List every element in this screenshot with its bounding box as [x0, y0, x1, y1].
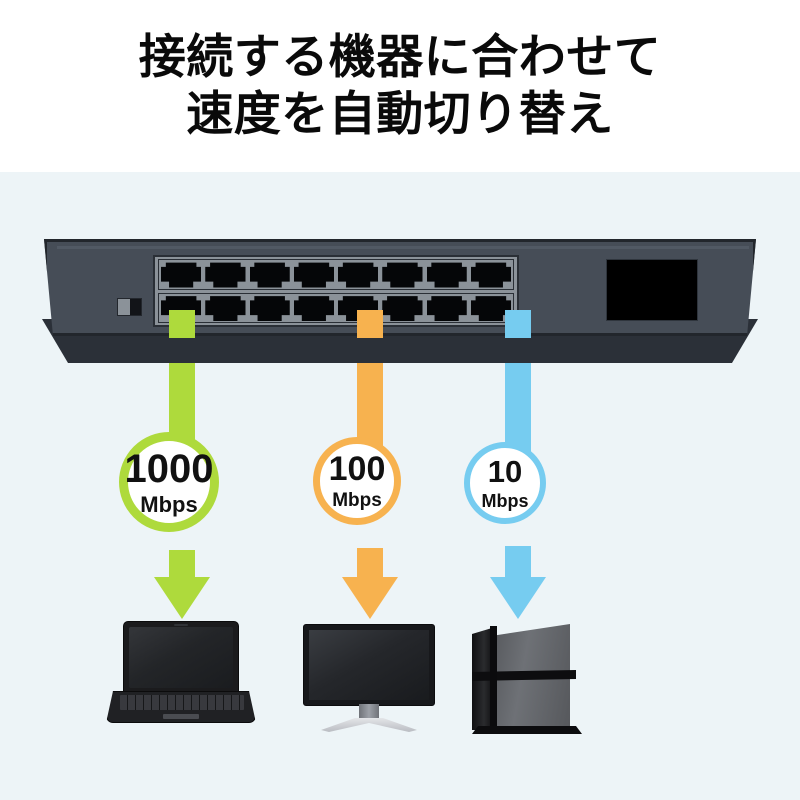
headline: 接続する機器に合わせて 速度を自動切り替え: [0, 0, 800, 172]
switch-chassis: [44, 239, 756, 336]
rj45-port-hole: [293, 262, 334, 288]
monitor-bezel: [303, 624, 435, 706]
rj45-port-8[interactable]: [469, 260, 513, 289]
monitor-stand-base: [321, 718, 417, 732]
rj45-port-hole: [426, 262, 467, 288]
console-foot: [472, 726, 582, 734]
speed-badge-100[interactable]: 100 Mbps: [313, 437, 401, 525]
arrow-head-blue: [490, 577, 546, 619]
laptop-lid: [123, 621, 239, 693]
headline-line-2: 速度を自動切り替え: [186, 87, 614, 142]
rj45-port-hole: [205, 296, 246, 321]
laptop-base: [106, 691, 256, 723]
rj45-port-14[interactable]: [380, 294, 424, 323]
rj45-port-hole: [249, 262, 290, 288]
status-display-panel: [606, 259, 698, 321]
plug-stub-green: [169, 310, 195, 338]
console-vertical-split: [490, 626, 497, 732]
speed-badge-1000[interactable]: 1000 Mbps: [119, 432, 219, 532]
switch-top-highlight: [57, 246, 749, 249]
rj45-port-11[interactable]: [248, 294, 292, 323]
plug-stub-orange: [357, 310, 383, 338]
rj45-port-hole: [205, 262, 246, 288]
monitor-screen: [309, 630, 429, 700]
arrow-head-orange: [342, 577, 398, 619]
laptop-keyboard: [120, 695, 244, 710]
arrow-stem-orange: [357, 548, 383, 582]
arrow-stem-green: [169, 550, 195, 582]
rj45-port-7[interactable]: [425, 260, 469, 289]
speed-unit: Mbps: [140, 491, 198, 517]
speed-value: 100: [328, 450, 386, 488]
speed-unit: Mbps: [332, 490, 382, 511]
console-horizontal-split: [472, 670, 576, 681]
laptop-screen: [129, 627, 233, 688]
rj45-port-hole: [470, 262, 511, 288]
rj45-port-hole: [293, 296, 334, 321]
device-monitor[interactable]: [303, 624, 435, 734]
mode-toggle-button[interactable]: [117, 298, 142, 316]
rj45-port-hole: [161, 262, 202, 288]
network-switch[interactable]: [42, 239, 758, 364]
rj45-port-hole: [426, 296, 467, 321]
rj45-port-3[interactable]: [248, 260, 292, 289]
arrow-head-green: [154, 577, 210, 619]
rj45-port-4[interactable]: [292, 260, 336, 289]
rj45-port-6[interactable]: [380, 260, 424, 289]
rj45-port-row-top: [158, 259, 514, 290]
rj45-port-hole: [382, 296, 423, 321]
rj45-port-2[interactable]: [203, 260, 247, 289]
rj45-port-block: [153, 255, 519, 327]
laptop-webcam-icon: [174, 624, 188, 626]
rj45-port-10[interactable]: [203, 294, 247, 323]
speed-value: 1000: [124, 446, 214, 491]
device-laptop[interactable]: [106, 621, 256, 725]
rj45-port-hole: [338, 262, 379, 288]
rj45-port-5[interactable]: [336, 260, 380, 289]
device-game-console[interactable]: [472, 620, 582, 736]
rj45-port-15[interactable]: [425, 294, 469, 323]
speed-badge-10[interactable]: 10 Mbps: [464, 442, 546, 524]
rj45-port-hole: [249, 296, 290, 321]
speed-value: 10: [487, 454, 523, 489]
mode-toggle-right-half: [129, 299, 141, 315]
rj45-port-12[interactable]: [292, 294, 336, 323]
rj45-port-1[interactable]: [159, 260, 203, 289]
diagram-panel: 1000 Mbps 100 Mbps 10 Mbps: [0, 172, 800, 800]
rj45-port-row-bottom: [158, 292, 514, 323]
laptop-trackpad: [163, 714, 199, 719]
mode-toggle-left-half: [118, 299, 130, 315]
speed-unit: Mbps: [481, 491, 529, 511]
headline-line-1: 接続する機器に合わせて: [138, 30, 662, 85]
arrow-stem-blue: [505, 546, 531, 582]
monitor-stand-neck: [359, 704, 379, 720]
plug-stub-blue: [505, 310, 531, 338]
rj45-port-16[interactable]: [469, 294, 513, 323]
rj45-port-hole: [382, 262, 423, 288]
